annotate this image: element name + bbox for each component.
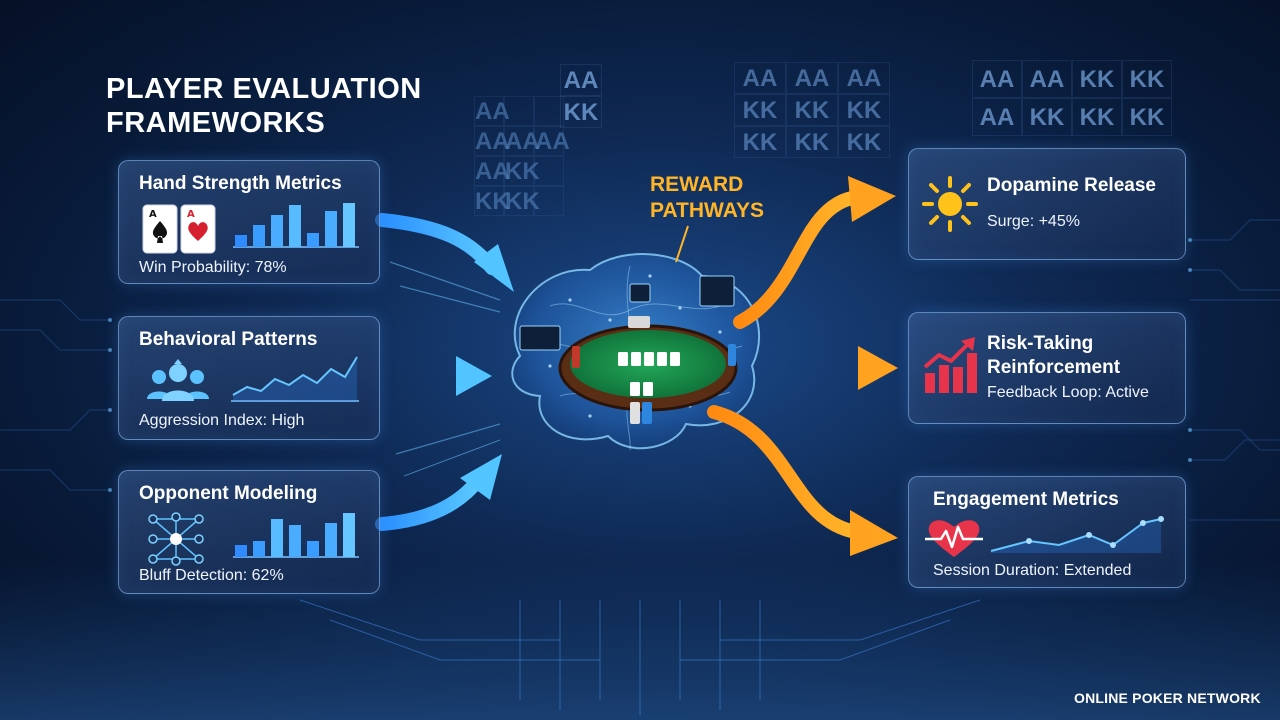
hand-range-cell: KK: [1072, 60, 1122, 98]
hand-range-cell: KK: [786, 94, 838, 126]
card-hand-strength-metrics: Hand Strength Metrics A A Win Probabilit…: [118, 160, 380, 284]
chip-stacks: [572, 316, 736, 424]
hand-range-cell: AA: [734, 62, 786, 94]
hand-range-cell: AA: [972, 98, 1022, 136]
table-cards: [618, 352, 680, 396]
hand-range-cell: AA: [972, 60, 1022, 98]
hand-range-cell: AA: [474, 126, 510, 156]
card-title-continued: Reinforcement: [987, 357, 1121, 378]
hand-range-cell: AA: [838, 62, 890, 94]
hand-range-cell: [534, 96, 564, 126]
card-title: Engagement Metrics: [933, 489, 1119, 510]
hand-range-cell: KK: [838, 94, 890, 126]
card-behavioral-patterns: Behavioral Patterns Aggression Index: Hi…: [118, 316, 380, 440]
hand-range-cell: AA: [474, 156, 510, 186]
svg-text:A: A: [187, 209, 195, 220]
svg-text:A: A: [149, 209, 157, 220]
input-arrow-opponent: [375, 454, 502, 531]
hand-range-cell: KK: [504, 186, 540, 216]
floating-screens: [519, 275, 735, 351]
reward-pathways-label: REWARD PATHWAYS: [650, 172, 764, 224]
hand-range-cell: KK: [838, 126, 890, 158]
card-metric: Bluff Detection: 62%: [139, 567, 284, 584]
hand-range-cell: KK: [474, 186, 510, 216]
input-arrow-behavioral: [375, 356, 492, 396]
card-title: Dopamine Release: [987, 175, 1156, 196]
users-group-icon: [147, 359, 209, 401]
card-title: Hand Strength Metrics: [139, 173, 342, 194]
card-opponent-modeling: Opponent Modeling Bluf: [118, 470, 380, 594]
reward-pathways-text: REWARD PATHWAYS: [650, 173, 764, 222]
card-title: Behavioral Patterns: [139, 329, 318, 350]
line-chart-icon: [231, 356, 359, 402]
hand-range-cell: KK: [1122, 60, 1172, 98]
hand-range-cell: AA: [534, 126, 570, 156]
hand-range-cell: KK: [504, 156, 540, 186]
hand-range-cell: AA: [1022, 60, 1072, 98]
hand-range-cell: AA: [560, 64, 602, 96]
network-node-icon: [148, 512, 204, 566]
hand-range-cell: KK: [1122, 98, 1172, 136]
brain-poker-table-illustration: [511, 253, 761, 451]
hand-range-cell: KK: [1072, 98, 1122, 136]
hand-range-cell: KK: [1022, 98, 1072, 136]
card-risk-taking-reinforcement: Risk-Taking Reinforcement Feedback Loop:…: [908, 312, 1186, 424]
bar-chart-icon: [233, 513, 359, 558]
hand-range-cell: KK: [560, 96, 602, 128]
line-chart-icon: [990, 516, 1164, 553]
card-dopamine-release: Dopamine Release Surge: +45%: [908, 148, 1186, 260]
card-title: Opponent Modeling: [139, 483, 318, 504]
playing-cards-icon: A A: [142, 204, 216, 254]
hand-range-cell: KK: [734, 126, 786, 158]
output-arrow-engagement: [707, 405, 898, 556]
brand-footer: ONLINE POKER NETWORK: [1074, 690, 1261, 706]
hand-range-cell: KK: [734, 94, 786, 126]
card-engagement-metrics: Engagement Metrics Session Duration: Ext…: [908, 476, 1186, 588]
heartbeat-icon: [925, 520, 983, 557]
card-metric: Win Probability: 78%: [139, 259, 287, 276]
output-arrow-dopamine: [733, 176, 896, 329]
card-metric: Aggression Index: High: [139, 412, 305, 429]
page-title: PLAYER EVALUATION FRAMEWORKS: [106, 73, 422, 139]
rising-bar-chart-icon: [923, 337, 977, 393]
hand-range-cell: [534, 156, 564, 186]
input-arrow-hand-strength: [375, 213, 514, 292]
card-title: Risk-Taking: [987, 333, 1094, 354]
hand-range-cell: AA: [474, 96, 510, 126]
bar-chart-icon: [233, 203, 359, 248]
reward-pointer: [675, 225, 689, 263]
card-metric: Session Duration: Extended: [933, 562, 1132, 579]
hand-range-cell: [534, 186, 564, 216]
hand-range-cell: [504, 96, 534, 126]
hand-range-cell: KK: [786, 126, 838, 158]
output-arrow-risk: [739, 346, 898, 390]
hand-range-cell: AA: [504, 126, 540, 156]
hand-range-cell: AA: [786, 62, 838, 94]
sun-burst-icon: [922, 176, 978, 232]
card-metric: Surge: +45%: [987, 213, 1080, 230]
card-metric: Feedback Loop: Active: [987, 384, 1149, 401]
